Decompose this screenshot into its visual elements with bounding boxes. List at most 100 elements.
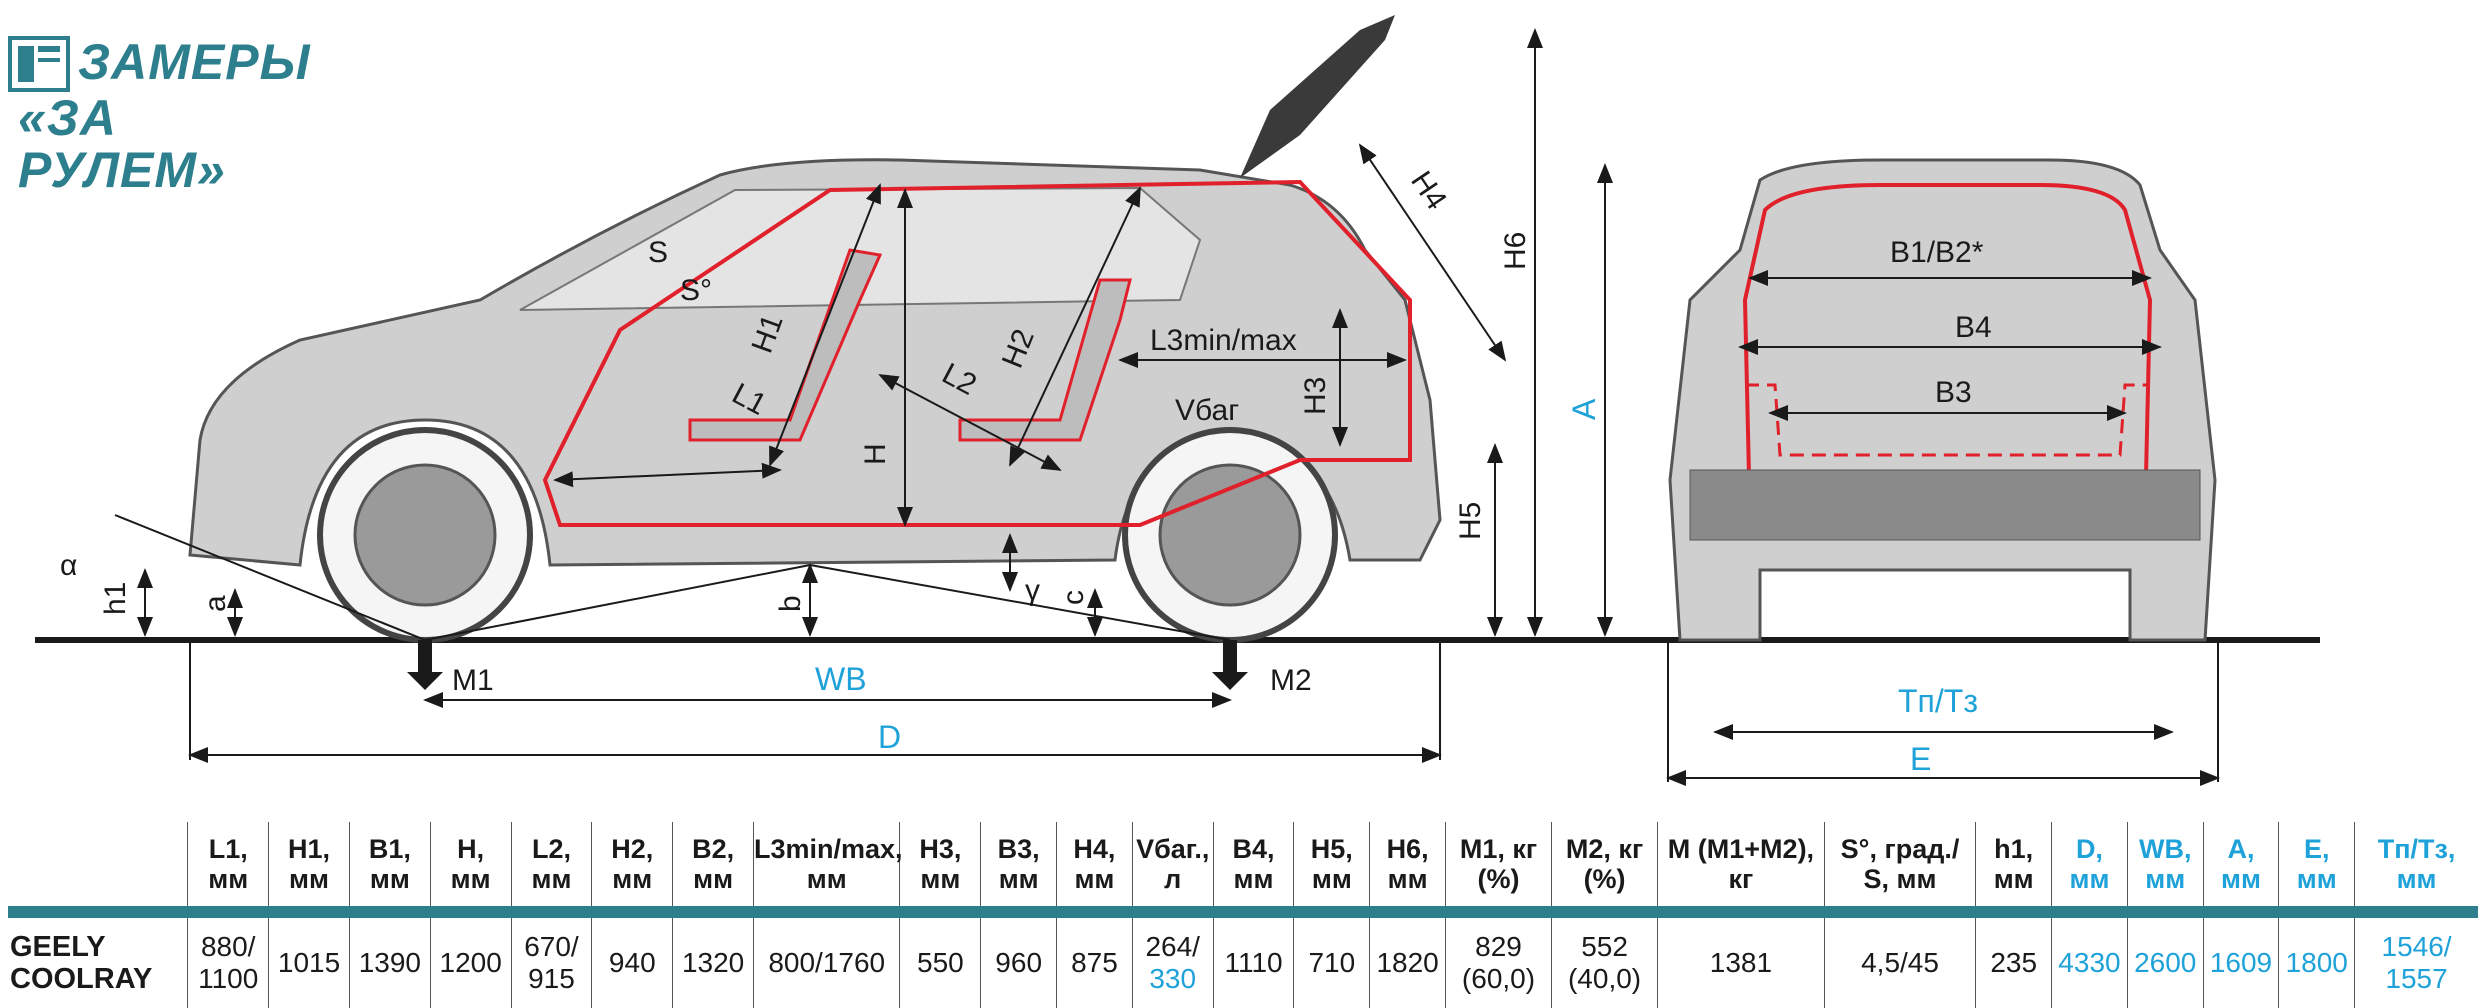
- header-line-1: S°, град./: [1840, 834, 1960, 864]
- header-line-2: мм: [1993, 864, 2034, 894]
- label-a: A: [1566, 398, 1602, 420]
- rule-cell: [899, 906, 981, 918]
- header-line-2: мм: [2296, 864, 2337, 894]
- header-line-1: H,: [457, 834, 485, 864]
- rule-cell: [1975, 906, 2052, 918]
- header-line-1: E,: [2303, 834, 2330, 864]
- header-line-1: WB,: [2138, 834, 2192, 864]
- rule-cell: [1056, 906, 1133, 918]
- table-cell: 880/1100: [187, 918, 270, 1008]
- table-header-cell: H3,мм: [899, 822, 982, 906]
- rule-cell: [1369, 906, 1446, 918]
- header-line-1: Vбаг.,: [1136, 834, 1210, 864]
- table-header-cell: Vбаг.,л: [1132, 822, 1214, 906]
- table-header-cell: H2,мм: [591, 822, 674, 906]
- front-rim: [353, 463, 497, 607]
- label-wb: WB: [815, 661, 867, 697]
- table-cell: 800/1760: [753, 918, 901, 1008]
- table-cell: 940: [591, 918, 674, 1008]
- table-cell: 264/330: [1132, 918, 1214, 1008]
- cell-line-1: 1800: [2285, 947, 2348, 978]
- table-header-cell: L2,мм: [511, 822, 593, 906]
- cell-line-1: 1390: [358, 947, 421, 978]
- rule-cell: [672, 906, 754, 918]
- label-b3: B3: [1935, 376, 1972, 409]
- table-cell: 1390: [349, 918, 431, 1008]
- table-header-cell: B3,мм: [980, 822, 1058, 906]
- model-name-line-2: COOLRAY: [10, 963, 153, 995]
- header-line-2: мм: [2396, 864, 2437, 894]
- table-header-cell: S°, град./S, мм: [1824, 822, 1977, 906]
- header-line-1: h1,: [1994, 834, 2034, 864]
- header-line-1: L2,: [531, 834, 571, 864]
- header-line-1: H5,: [1310, 834, 1353, 864]
- label-h5: H5: [1454, 502, 1487, 540]
- rear-inner-outline: [1745, 383, 2150, 457]
- table-cell: 1015: [268, 918, 350, 1008]
- cell-line-1: 1609: [2209, 947, 2273, 978]
- rule-cell: [1293, 906, 1370, 918]
- cell-line-2: 1557: [2385, 963, 2448, 994]
- m2-load-arrow: [1212, 640, 1248, 690]
- header-line-2: мм: [2069, 864, 2110, 894]
- header-line-1: M (M1+M2),: [1667, 834, 1815, 864]
- label-vbag: Vбаг: [1175, 394, 1239, 427]
- label-h6: H6: [1499, 232, 1532, 270]
- rule-cell: [2051, 906, 2128, 918]
- dimension-lines: [114, 27, 2220, 786]
- header-line-2: мм: [1074, 864, 1115, 894]
- header-line-1: B3,: [997, 834, 1040, 864]
- header-line-2: мм: [369, 864, 410, 894]
- label-gamma: γ: [1025, 574, 1040, 607]
- header-line-2: мм: [289, 864, 329, 894]
- open-tailgate: [1240, 15, 1395, 178]
- table-cell: 2600: [2127, 918, 2204, 1008]
- cell-line-1: 1200: [439, 947, 502, 978]
- label-m1: M1: [452, 664, 494, 697]
- header-model: [8, 822, 189, 906]
- header-line-1: B4,: [1232, 834, 1275, 864]
- header-line-2: мм: [1387, 864, 1428, 894]
- table-header-cell: M (M1+M2),кг: [1657, 822, 1825, 906]
- table-cell: 1110: [1213, 918, 1295, 1008]
- table-header-rule: [8, 906, 2478, 918]
- table-cell: 235: [1975, 918, 2053, 1008]
- label-b1-b2: B1/B2*: [1890, 236, 1984, 269]
- cell-line-1: 670/: [524, 931, 579, 962]
- table-cell: 670/915: [511, 918, 593, 1008]
- label-alpha: α: [60, 549, 77, 582]
- header-line-1: H3,: [919, 834, 962, 864]
- dimension-diagram: S S° L1 H1 L2 H2 H L3min/max Vбаг H3 H4 …: [35, 15, 2320, 786]
- table-header-cell: M2, кг(%): [1551, 822, 1659, 906]
- table-cell: 1800: [2278, 918, 2356, 1008]
- table-cell: 1609: [2203, 918, 2280, 1008]
- label-d: D: [878, 719, 901, 755]
- cell-line-1: 875: [1071, 947, 1118, 978]
- table-header-cell: B1,мм: [349, 822, 431, 906]
- header-line-1: H2,: [611, 834, 654, 864]
- cell-line-2: 330: [1149, 963, 1197, 994]
- label-tp-tz: Tп/Tз: [1898, 683, 1978, 719]
- header-line-1: B2,: [692, 834, 735, 864]
- cell-line-1: 880/: [200, 931, 256, 962]
- header-line-2: (%): [1583, 864, 1626, 894]
- table-header-cell: E,мм: [2278, 822, 2356, 906]
- label-h3: H3: [1299, 377, 1332, 415]
- rule-cell: [591, 906, 673, 918]
- table-cell: 829(60,0): [1445, 918, 1553, 1008]
- rule-cell: [2278, 906, 2355, 918]
- rule-cell: [1551, 906, 1658, 918]
- rule-cell: [2203, 906, 2279, 918]
- cell-line-1: 552: [1581, 931, 1628, 962]
- table-header-cell: H6,мм: [1369, 822, 1446, 906]
- header-line-1: A,: [2227, 834, 2255, 864]
- header-line-1: D,: [2075, 834, 2103, 864]
- table-header-cell: h1,мм: [1975, 822, 2053, 906]
- cell-line-2: (60,0): [1461, 963, 1536, 994]
- table-header-cell: H5,мм: [1293, 822, 1371, 906]
- table-cell: 550: [899, 918, 982, 1008]
- table-header-cell: L1,мм: [187, 822, 270, 906]
- header-line-2: мм: [2145, 864, 2186, 894]
- rule-cell: [2354, 906, 2478, 918]
